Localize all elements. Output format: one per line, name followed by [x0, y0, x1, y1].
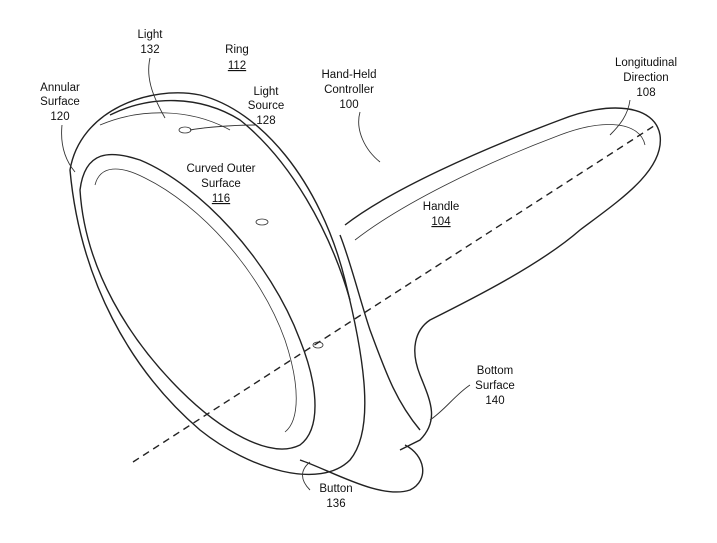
- reference-number: 128: [256, 115, 275, 127]
- ring-drawing: [69, 92, 366, 476]
- label-text: Surface: [40, 96, 80, 108]
- label-text: Bottom: [477, 365, 513, 377]
- label-handle: Handle 104: [423, 201, 459, 228]
- handle-drawing: [299, 107, 661, 493]
- leader-lines: [61, 57, 631, 491]
- label-light: Light 132: [138, 29, 164, 56]
- label-ring: Ring 112: [225, 44, 249, 72]
- label-text: Annular: [40, 82, 80, 94]
- label-text: Surface: [475, 380, 515, 392]
- label-longitudinal-direction: Longitudinal Direction 108: [615, 57, 677, 99]
- reference-number: 104: [431, 216, 451, 228]
- label-bottom-surface: Bottom Surface 140: [475, 365, 515, 407]
- label-text: Hand-Held: [322, 69, 377, 81]
- label-curved-outer-surface: Curved Outer Surface 116: [186, 163, 255, 205]
- reference-number: 108: [636, 87, 655, 99]
- label-light-source: Light Source 128: [248, 86, 284, 127]
- label-text: Longitudinal: [615, 57, 677, 69]
- reference-number: 120: [50, 111, 69, 123]
- label-text: Light: [138, 29, 164, 41]
- reference-number: 132: [140, 44, 159, 56]
- label-text: Controller: [324, 84, 374, 96]
- label-controller: Hand-Held Controller 100: [322, 69, 377, 111]
- reference-number: 116: [212, 193, 230, 205]
- label-annular-surface: Annular Surface 120: [40, 82, 80, 123]
- label-text: Handle: [423, 201, 459, 213]
- label-text: Button: [319, 483, 352, 495]
- reference-number: 136: [326, 498, 345, 510]
- reference-number: 100: [339, 99, 358, 111]
- label-text: Direction: [623, 72, 668, 84]
- reference-number: 140: [485, 395, 504, 407]
- label-text: Surface: [201, 178, 241, 190]
- label-text: Light: [254, 86, 280, 98]
- label-text: Curved Outer: [186, 163, 255, 175]
- longitudinal-axis-line: [132, 123, 658, 463]
- reference-number: 112: [228, 60, 246, 72]
- label-text: Ring: [225, 44, 249, 56]
- label-text: Source: [248, 100, 284, 112]
- label-button: Button 136: [319, 483, 352, 510]
